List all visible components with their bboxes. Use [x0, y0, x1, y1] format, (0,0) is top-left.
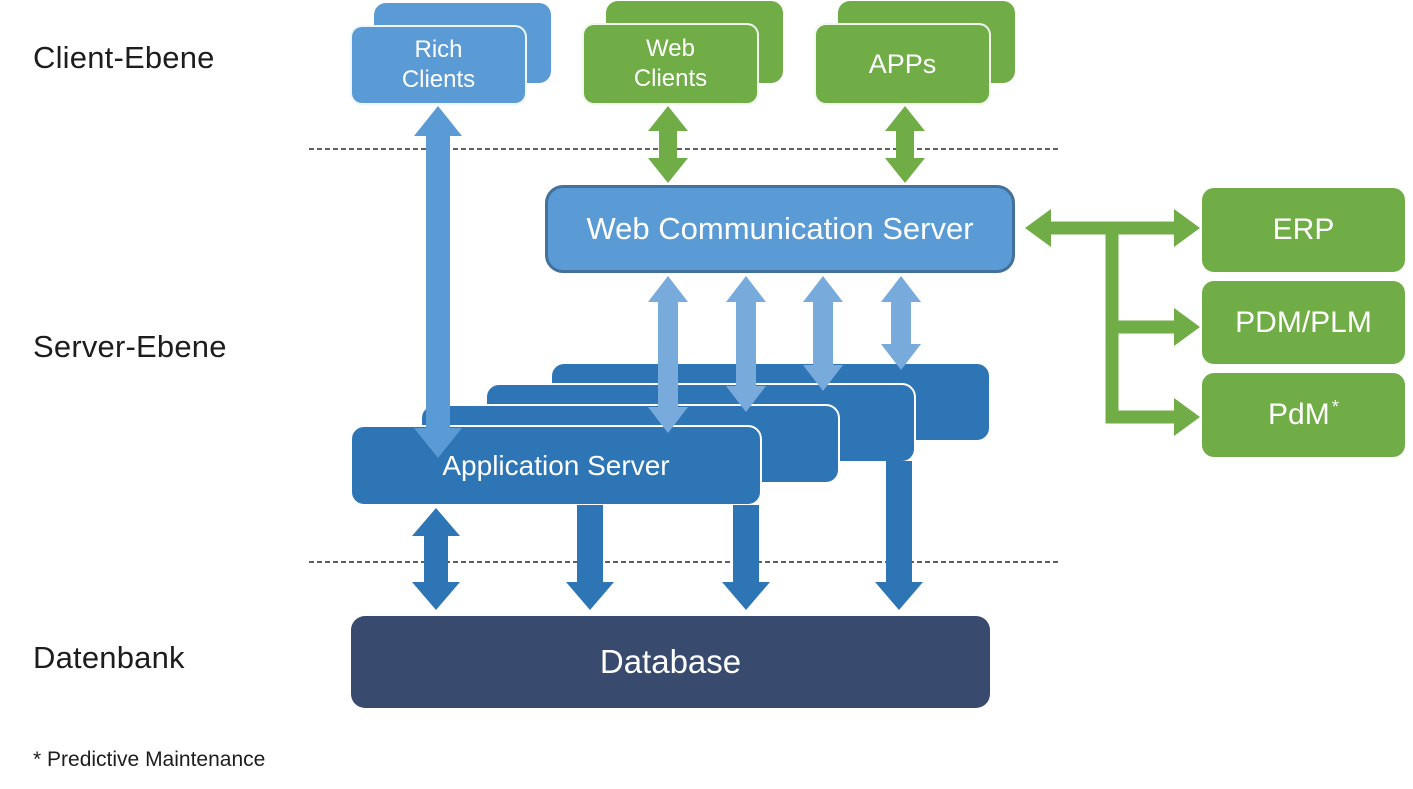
web-communication-server-label: Web Communication Server: [586, 211, 974, 246]
footnote: * Predictive Maintenance: [33, 748, 265, 772]
layer-label-server: Server-Ebene: [33, 329, 227, 364]
layer-label-database: Datenbank: [33, 640, 185, 675]
database-node: Database: [351, 616, 990, 708]
web-communication-server-node: Web Communication Server: [545, 185, 1015, 273]
footnote-text: Predictive Maintenance: [47, 748, 266, 771]
erp-node: ERP: [1202, 188, 1405, 272]
pdm-plm-label: PDM/PLM: [1235, 305, 1372, 339]
application-server-label: Application Server: [442, 449, 670, 481]
rich-clients-node: Rich Clients: [350, 25, 527, 105]
erp-label: ERP: [1272, 213, 1335, 246]
web-clients-label: Web Clients: [633, 35, 708, 92]
pdm-label: PdM*: [1268, 396, 1339, 432]
web-clients-node: Web Clients: [582, 23, 759, 105]
pdm-node: PdM*: [1202, 373, 1405, 457]
rich-clients-label: Rich Clients: [401, 36, 476, 93]
application-server-node: Application Server: [350, 425, 762, 506]
pdm-label-text: PdM: [1268, 398, 1330, 431]
apps-node: APPs: [814, 23, 991, 105]
database-label: Database: [599, 643, 742, 680]
pdm-plm-node: PDM/PLM: [1202, 281, 1405, 364]
pdm-footnote-marker: *: [1331, 396, 1339, 417]
footnote-marker: *: [33, 748, 42, 771]
layer-label-client: Client-Ebene: [33, 40, 215, 75]
apps-label: APPs: [868, 48, 937, 79]
